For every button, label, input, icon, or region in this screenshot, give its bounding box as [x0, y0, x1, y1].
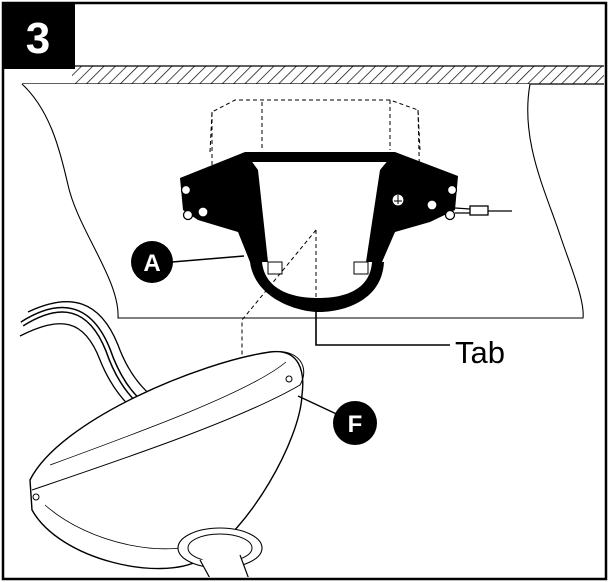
- screw-icon: [444, 209, 456, 221]
- screw-icon: [426, 199, 438, 211]
- screw-icon: [197, 206, 209, 218]
- bracket-leader-line: [171, 255, 245, 263]
- canopy-screw-hole-icon: [32, 493, 40, 501]
- tab-label: Tab: [455, 335, 505, 370]
- callout-a-letter: A: [143, 250, 160, 277]
- screw-icon: [446, 184, 458, 196]
- canopy-screw-hole-icon: [285, 375, 293, 383]
- downrod: [199, 554, 249, 577]
- alignment-guides: [241, 229, 317, 362]
- ceiling-surface: [22, 65, 604, 85]
- screw-icon: [180, 184, 192, 196]
- ground-symbol-icon: [391, 193, 405, 207]
- tab-leader-line: [315, 300, 450, 346]
- supply-wires: [454, 205, 512, 216]
- callout-f: F: [333, 401, 377, 445]
- mounting-bracket: [180, 152, 458, 312]
- step-number: 3: [26, 14, 50, 63]
- callout-a: A: [131, 241, 173, 283]
- callout-f-letter: F: [348, 411, 363, 438]
- canopy: [29, 350, 305, 577]
- screw-icon: [182, 209, 194, 221]
- step-number-badge: 3: [3, 3, 75, 69]
